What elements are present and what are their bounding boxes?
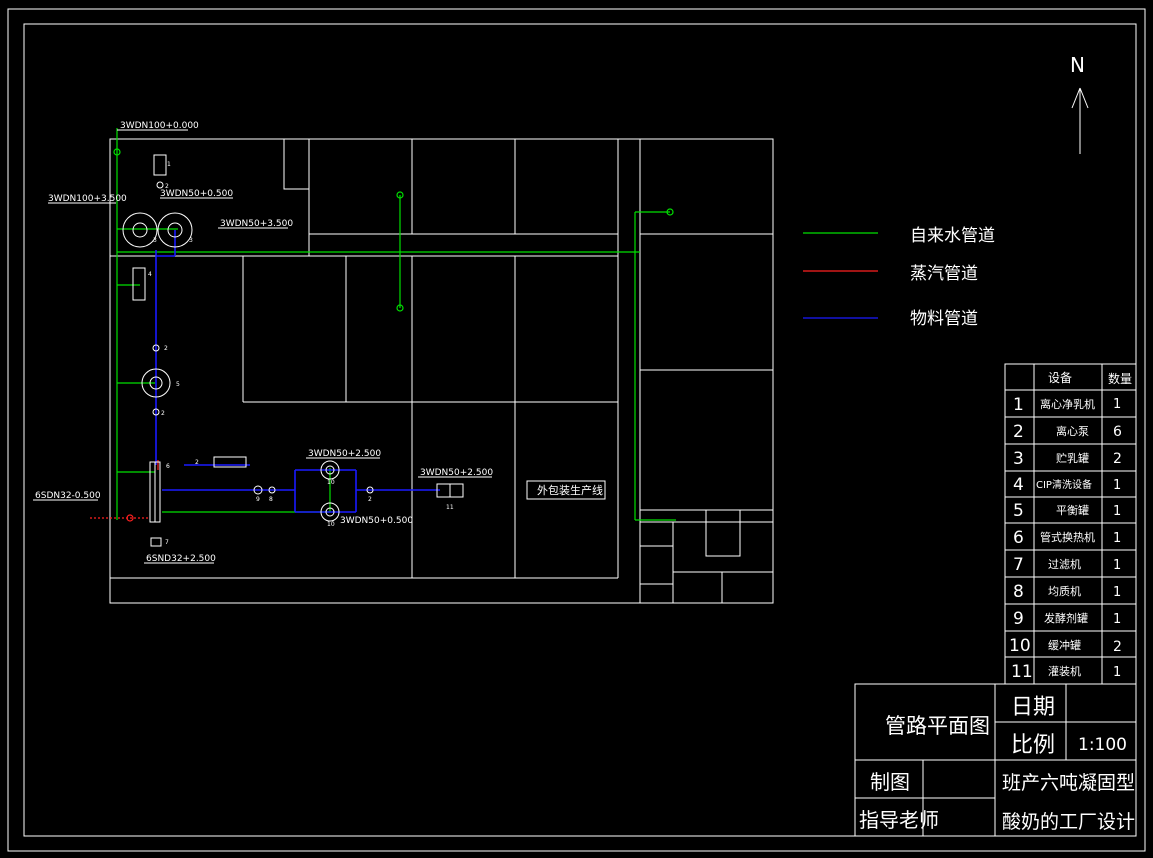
table-row-2-no: 2 xyxy=(1013,422,1024,442)
table-row-4-no: 4 xyxy=(1013,475,1024,495)
table-row-7-qty: 1 xyxy=(1113,558,1121,573)
table-row-5-no: 5 xyxy=(1013,501,1024,521)
tag-4: 4 xyxy=(148,271,152,278)
tag-8: 8 xyxy=(269,496,273,503)
tag-2e: 2 xyxy=(368,496,372,503)
tag-7: 7 xyxy=(165,539,169,546)
label-mid-top: 3WDN50+2.500 xyxy=(308,449,381,459)
storage-tank-3b xyxy=(157,212,193,248)
balance-tank-5 xyxy=(141,368,171,398)
room-label-box xyxy=(526,480,606,500)
table-row-8-no: 8 xyxy=(1013,582,1024,602)
table-row-6-name: 管式换热机 xyxy=(1040,530,1095,544)
equipment-table: 设备 数量 1 离心净乳机 1 2 离心泵 6 3 贮乳罐 2 4 CIP清洗设… xyxy=(1004,363,1137,685)
tag-3b: 3 xyxy=(189,237,193,244)
table-row-1-qty: 1 xyxy=(1113,397,1121,412)
north-label: N xyxy=(1070,53,1085,77)
label-upper-b: 3WDN50+3.500 xyxy=(220,219,293,229)
equipment xyxy=(122,154,464,547)
buffer-tank-10b xyxy=(320,502,340,522)
tag-10a: 10 xyxy=(327,479,335,486)
legend-material-label: 物料管道 xyxy=(910,309,978,329)
table-row-6-no: 6 xyxy=(1013,528,1024,548)
table-row-10-no: 10 xyxy=(1009,636,1031,656)
label-upper-a: 3WDN50+0.500 xyxy=(160,189,233,199)
tag-2d: 2 xyxy=(195,459,199,466)
advisor-label: 指导老师 xyxy=(859,808,939,832)
table-row-9-qty: 1 xyxy=(1113,612,1121,627)
table-row-6-qty: 1 xyxy=(1113,531,1121,546)
cip-unit-4 xyxy=(132,267,146,301)
north-arrow: N xyxy=(1070,53,1089,154)
legend: 自来水管道 蒸汽管道 物料管道 xyxy=(803,226,995,329)
homogenizer-8 xyxy=(253,485,263,495)
table-row-5-qty: 1 xyxy=(1113,504,1121,519)
table-row-11-qty: 1 xyxy=(1113,665,1121,680)
table-row-11-no: 11 xyxy=(1011,662,1033,682)
table-row-10-name: 缓冲罐 xyxy=(1048,638,1081,652)
room-label: 外包装生产线 xyxy=(537,483,603,497)
project-title-line-1: 班产六吨凝固型 xyxy=(1002,772,1135,794)
table-row-3-no: 3 xyxy=(1013,449,1024,469)
storage-tank-3a xyxy=(122,212,158,248)
table-row-8-qty: 1 xyxy=(1113,585,1121,600)
table-row-8-name: 均质机 xyxy=(1048,584,1081,598)
table-row-9-no: 9 xyxy=(1013,609,1024,629)
drawn-label: 制图 xyxy=(870,770,910,794)
buffer-tank-10a xyxy=(320,460,340,480)
date-label: 日期 xyxy=(1011,695,1055,720)
table-header-qty: 数量 xyxy=(1108,371,1132,386)
table-row-3-qty: 2 xyxy=(1113,451,1122,467)
table-row-10-qty: 2 xyxy=(1113,639,1122,655)
tag-5: 5 xyxy=(176,381,180,388)
table-row-2-name: 离心泵 xyxy=(1056,424,1089,438)
tag-1: 1 xyxy=(167,161,171,168)
label-steam-out: 6SND32+2.500 xyxy=(146,554,216,564)
scale-label: 比例 xyxy=(1011,733,1055,758)
label-right-mid: 3WDN50+2.500 xyxy=(420,468,493,478)
legend-steam-label: 蒸汽管道 xyxy=(910,264,978,284)
table-row-1-name: 离心净乳机 xyxy=(1040,397,1095,411)
material-pipes xyxy=(155,230,440,513)
tag-6: 6 xyxy=(166,463,170,470)
table-header-equipment: 设备 xyxy=(1048,371,1072,385)
filter-7 xyxy=(150,537,162,547)
floor-plan xyxy=(109,138,774,604)
outer-frame xyxy=(7,8,1146,852)
table-row-4-qty: 1 xyxy=(1113,478,1121,493)
table-row-1-no: 1 xyxy=(1013,395,1024,415)
tag-9: 9 xyxy=(256,496,260,503)
table-row-2-qty: 6 xyxy=(1113,424,1122,440)
tag-2a: 2 xyxy=(165,183,169,190)
tag-10b: 10 xyxy=(327,521,335,528)
label-left-main: 3WDN100+3.500 xyxy=(48,194,127,204)
tag-2b: 2 xyxy=(164,345,168,352)
table-row-9-name: 发酵剂罐 xyxy=(1044,611,1088,625)
table-row-5-name: 平衡罐 xyxy=(1056,504,1089,517)
project-title-line-2: 酸奶的工厂设计 xyxy=(1002,811,1135,833)
drawing-name: 管路平面图 xyxy=(885,714,990,738)
tag-11: 11 xyxy=(446,504,454,511)
equipment-tags: 1 2 3 3 4 2 5 2 6 2 7 9 8 10 10 2 11 xyxy=(148,161,454,546)
table-row-7-name: 过滤机 xyxy=(1048,557,1081,571)
tag-2c: 2 xyxy=(161,410,165,417)
label-steam-in: 6SDN32-0.500 xyxy=(35,491,101,501)
label-top-main: 3WDN100+0.000 xyxy=(120,121,199,131)
tag-3a: 3 xyxy=(153,237,157,244)
title-block: 管路平面图 日期 比例 1:100 制图 指导老师 班产六吨凝固型 酸奶的工厂设… xyxy=(854,683,1137,837)
table-row-4-name: CIP清洗设备 xyxy=(1036,478,1092,491)
table-row-7-no: 7 xyxy=(1013,555,1024,575)
pipe-labels: 3WDN100+0.000 3WDN100+3.500 3WDN50+0.500… xyxy=(33,121,493,564)
label-mid-bottom: 3WDN50+0.500 xyxy=(340,516,413,526)
legend-water-label: 自来水管道 xyxy=(910,226,995,246)
scale-value: 1:100 xyxy=(1078,735,1127,755)
table-row-3-name: 贮乳罐 xyxy=(1056,452,1089,465)
separator-1 xyxy=(153,154,167,176)
table-row-11-name: 灌装机 xyxy=(1048,664,1081,678)
